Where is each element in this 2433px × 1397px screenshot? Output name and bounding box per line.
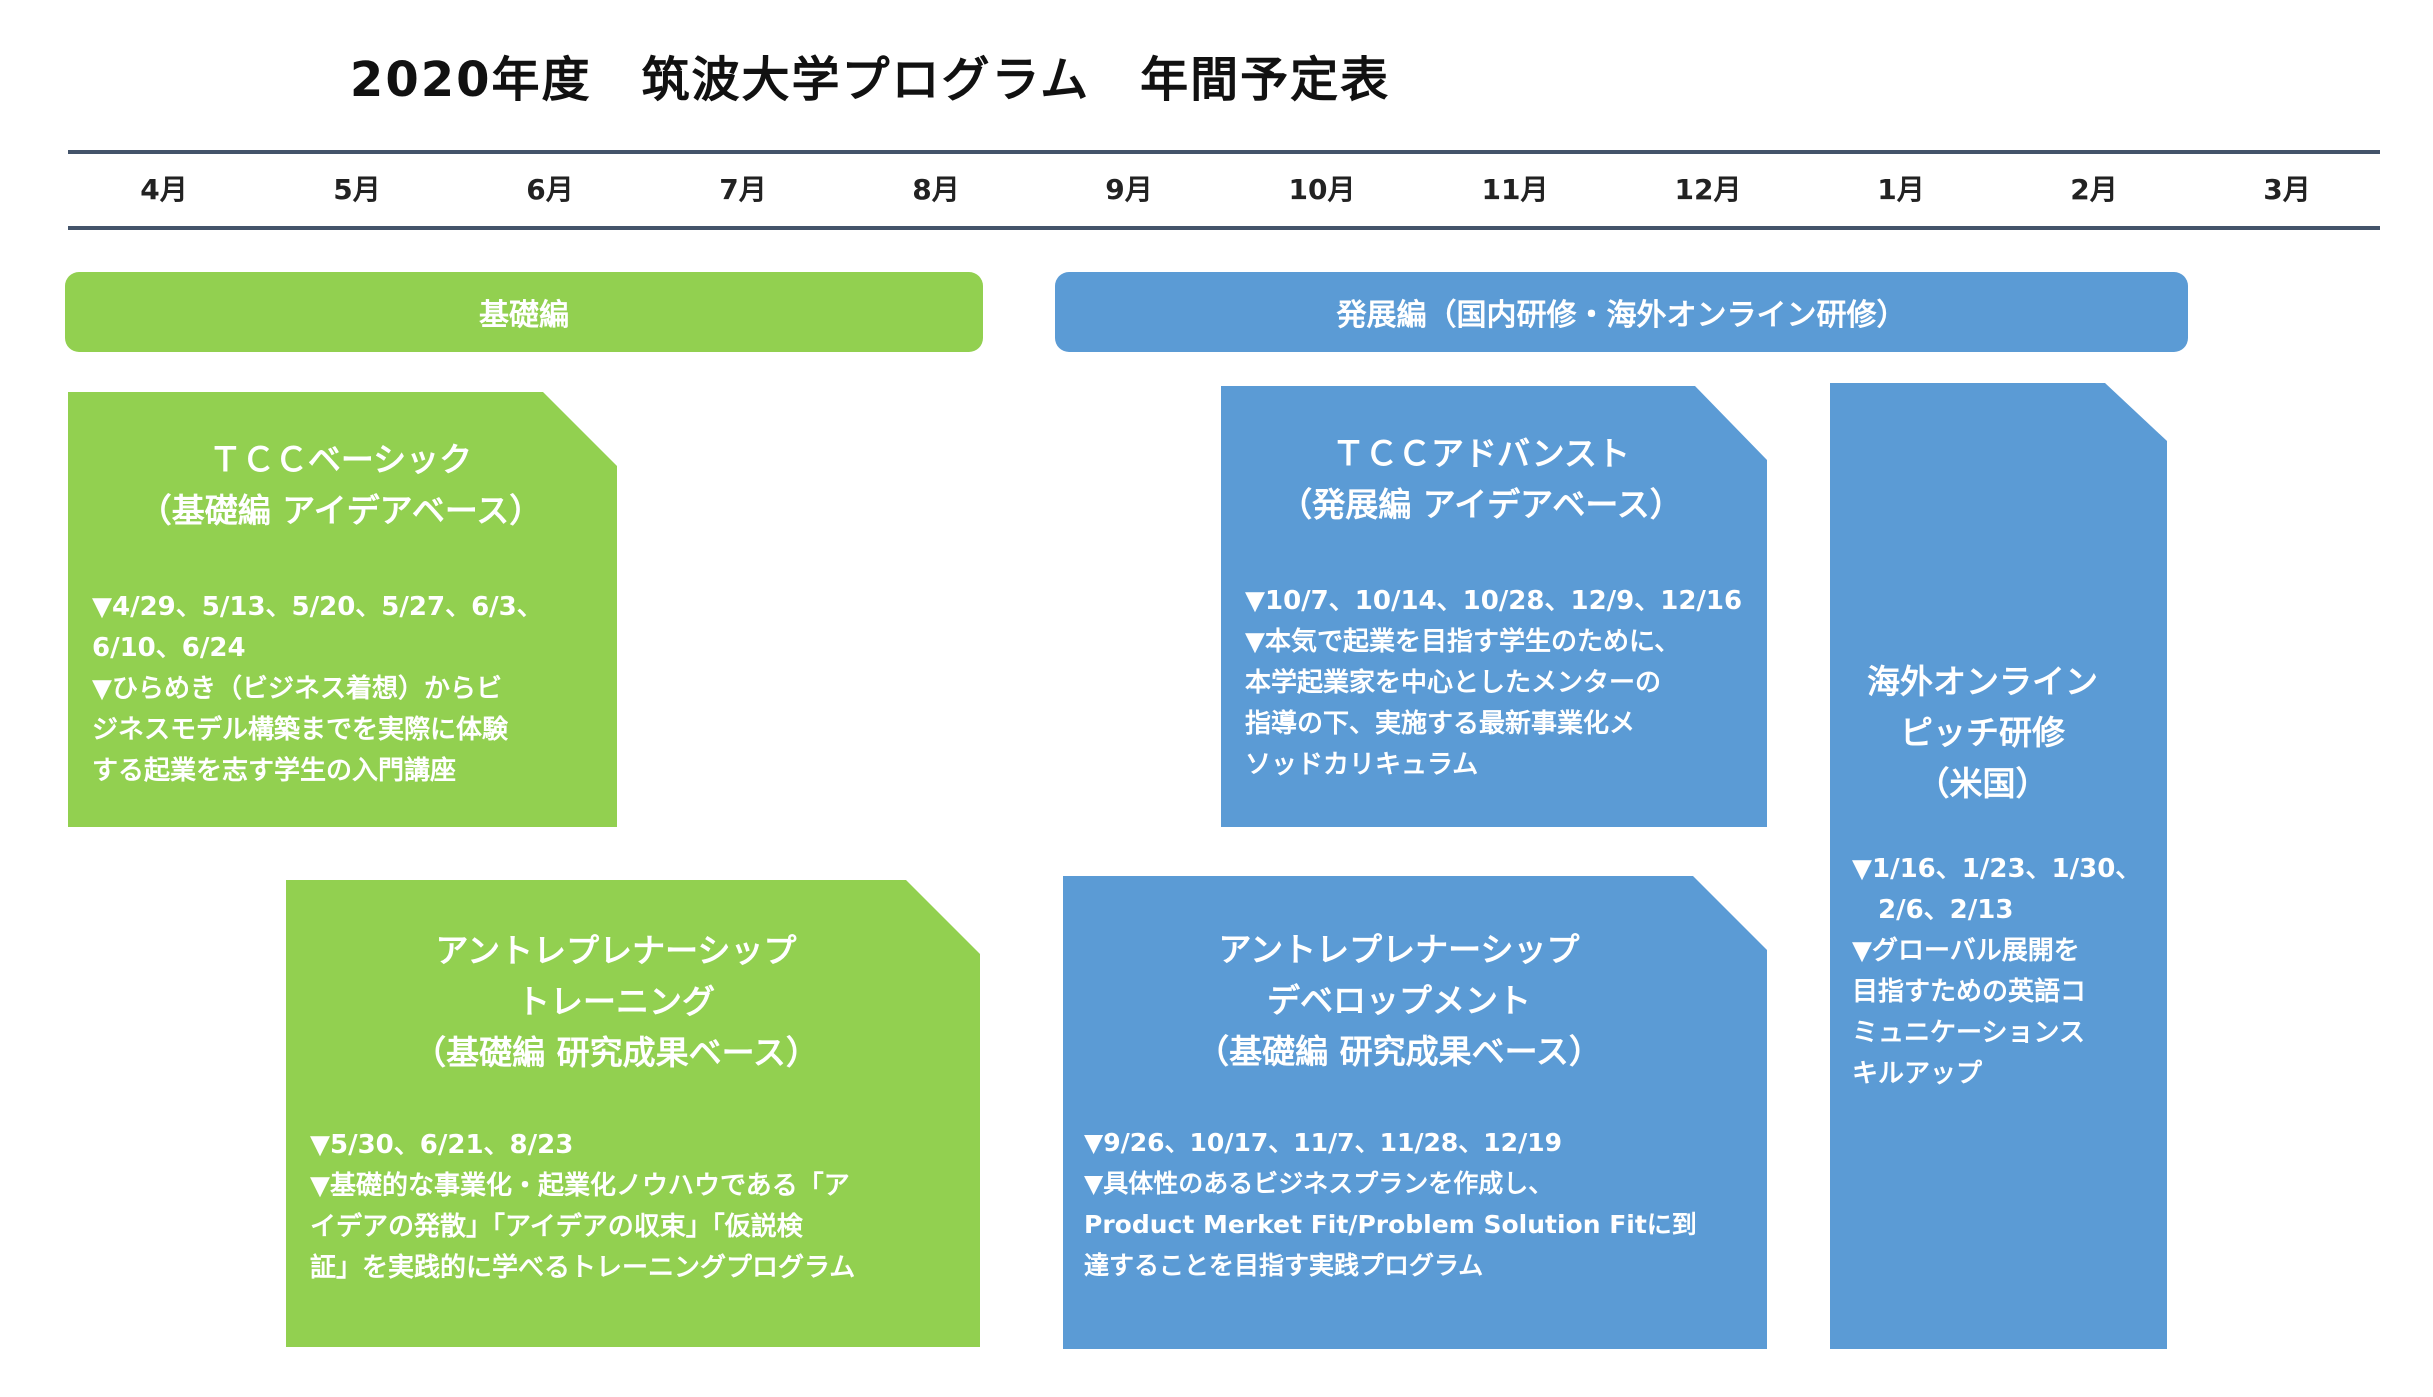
ent-training-body: ▼5/30、6/21、8/23 ▼基礎的な事業化・起業化ノウハウである「ア イデ… [310,1130,856,1283]
tcc-basic-body: ▼4/29、5/13、5/20、5/27、6/3、 6/10、6/24 ▼ひらめ… [92,592,543,786]
ent-development-body: ▼9/26、10/17、11/7、11/28、12/19 ▼具体性のあるビジネス… [1084,1128,1697,1280]
tcc-advanced-card: ＴＣＣアドバンスト （発展編 アイデアベース） ▼10/7、10/14、10/2… [1221,386,1767,827]
month-nov: 11月 [1481,173,1549,206]
basic-band: 基礎編 [65,272,983,352]
tcc-basic-card: ＴＣＣベーシック （基礎編 アイデアベース） ▼4/29、5/13、5/20、5… [68,392,617,827]
ent-development-title: アントレプレナーシップ デベロップメント （基礎編 研究成果ベース） [1196,930,1602,1071]
tcc-advanced-body: ▼10/7、10/14、10/28、12/9、12/16 ▼本気で起業を目指す学… [1245,586,1743,780]
month-feb: 2月 [2070,173,2118,206]
ent-development-card: アントレプレナーシップ デベロップメント （基礎編 研究成果ベース） ▼9/26… [1063,876,1767,1349]
timeline-top-rule [68,150,2380,154]
month-apr: 4月 [140,173,188,206]
ent-training-card: アントレプレナーシップ トレーニング （基礎編 研究成果ベース） ▼5/30、6… [286,880,980,1347]
month-mar: 3月 [2263,173,2311,206]
month-jul: 7月 [719,173,767,206]
month-oct: 10月 [1288,173,1356,206]
overseas-pitch-body: ▼1/16、1/23、1/30、 2/6、2/13 ▼グローバル展開を 目指すた… [1852,854,2142,1089]
advanced-band-label: 発展編（国内研修・海外オンライン研修） [1336,298,1907,333]
timeline-bottom-rule [68,226,2380,230]
month-may: 5月 [333,173,381,206]
page-title: 2020年度 筑波大学プログラム 年間予定表 [349,52,1391,108]
tcc-basic-title: ＴＣＣベーシック （基礎編 アイデアベース） [138,440,543,530]
overseas-pitch-title: 海外オンライン ピッチ研修 （米国） [1867,662,2098,803]
month-dec: 12月 [1674,173,1742,206]
overseas-pitch-card: 海外オンライン ピッチ研修 （米国） ▼1/16、1/23、1/30、 2/6、… [1830,383,2167,1349]
advanced-band: 発展編（国内研修・海外オンライン研修） [1055,272,2188,352]
month-aug: 8月 [912,173,960,206]
month-jan: 1月 [1877,173,1925,206]
month-sep: 9月 [1105,173,1153,206]
month-jun: 6月 [526,173,574,206]
basic-band-label: 基礎編 [479,298,569,333]
tcc-advanced-title: ＴＣＣアドバンスト （発展編 アイデアベース） [1279,434,1683,524]
ent-training-title: アントレプレナーシップ トレーニング （基礎編 研究成果ベース） [413,931,819,1072]
